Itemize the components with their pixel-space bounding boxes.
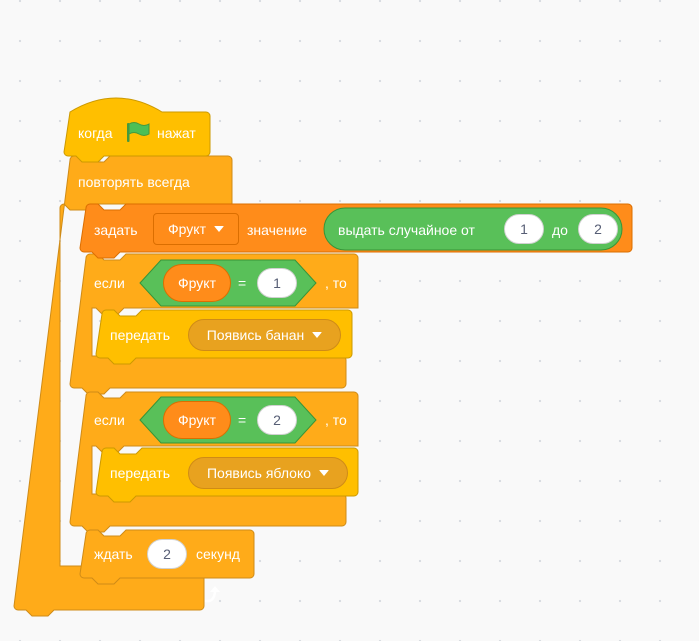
then-label: , то	[325, 412, 347, 428]
broadcast-message-value: Появись банан	[206, 327, 305, 343]
hat-when-label: когда	[78, 125, 113, 141]
broadcast-message-dropdown[interactable]: Появись яблоко	[188, 457, 348, 489]
dropdown-caret-icon	[312, 332, 323, 338]
compare-value-input[interactable]: 2	[257, 405, 297, 435]
equals-operator: =	[238, 275, 247, 291]
dropdown-caret-icon	[213, 226, 224, 232]
dropdown-caret-icon	[319, 470, 330, 476]
forever-label: повторять всегда	[78, 174, 190, 190]
variable-reporter[interactable]: Фрукт	[163, 401, 231, 439]
compare-value-input[interactable]: 1	[257, 268, 297, 298]
hat-clicked-label: нажат	[157, 125, 196, 141]
loop-arrow-icon	[204, 586, 220, 603]
random-reporter-shape	[323, 207, 623, 251]
value-label: значение	[247, 222, 308, 238]
wait-label: ждать	[94, 546, 133, 562]
random-from-input[interactable]: 1	[504, 214, 544, 244]
random-label: выдать случайное от	[338, 222, 475, 238]
broadcast-message-value: Появись яблоко	[206, 465, 312, 481]
broadcast-label: передать	[110, 465, 170, 481]
variable-reporter[interactable]: Фрукт	[163, 264, 231, 302]
forever-block-shape	[13, 155, 233, 617]
broadcast-message-dropdown[interactable]: Появись банан	[188, 319, 341, 351]
random-to-label: до	[552, 222, 568, 238]
equals-operator: =	[238, 412, 247, 428]
set-label: задать	[94, 222, 138, 238]
broadcast-label: передать	[110, 327, 170, 343]
then-label: , то	[325, 275, 347, 291]
variable-dropdown[interactable]: Фрукт	[153, 213, 239, 245]
if-label: если	[94, 412, 125, 428]
wait-unit-label: секунд	[196, 546, 240, 562]
wait-seconds-input[interactable]: 2	[147, 539, 187, 569]
variable-dropdown-value: Фрукт	[168, 221, 206, 237]
random-to-input[interactable]: 2	[578, 214, 618, 244]
green-flag-icon	[127, 122, 150, 142]
if-label: если	[94, 275, 125, 291]
